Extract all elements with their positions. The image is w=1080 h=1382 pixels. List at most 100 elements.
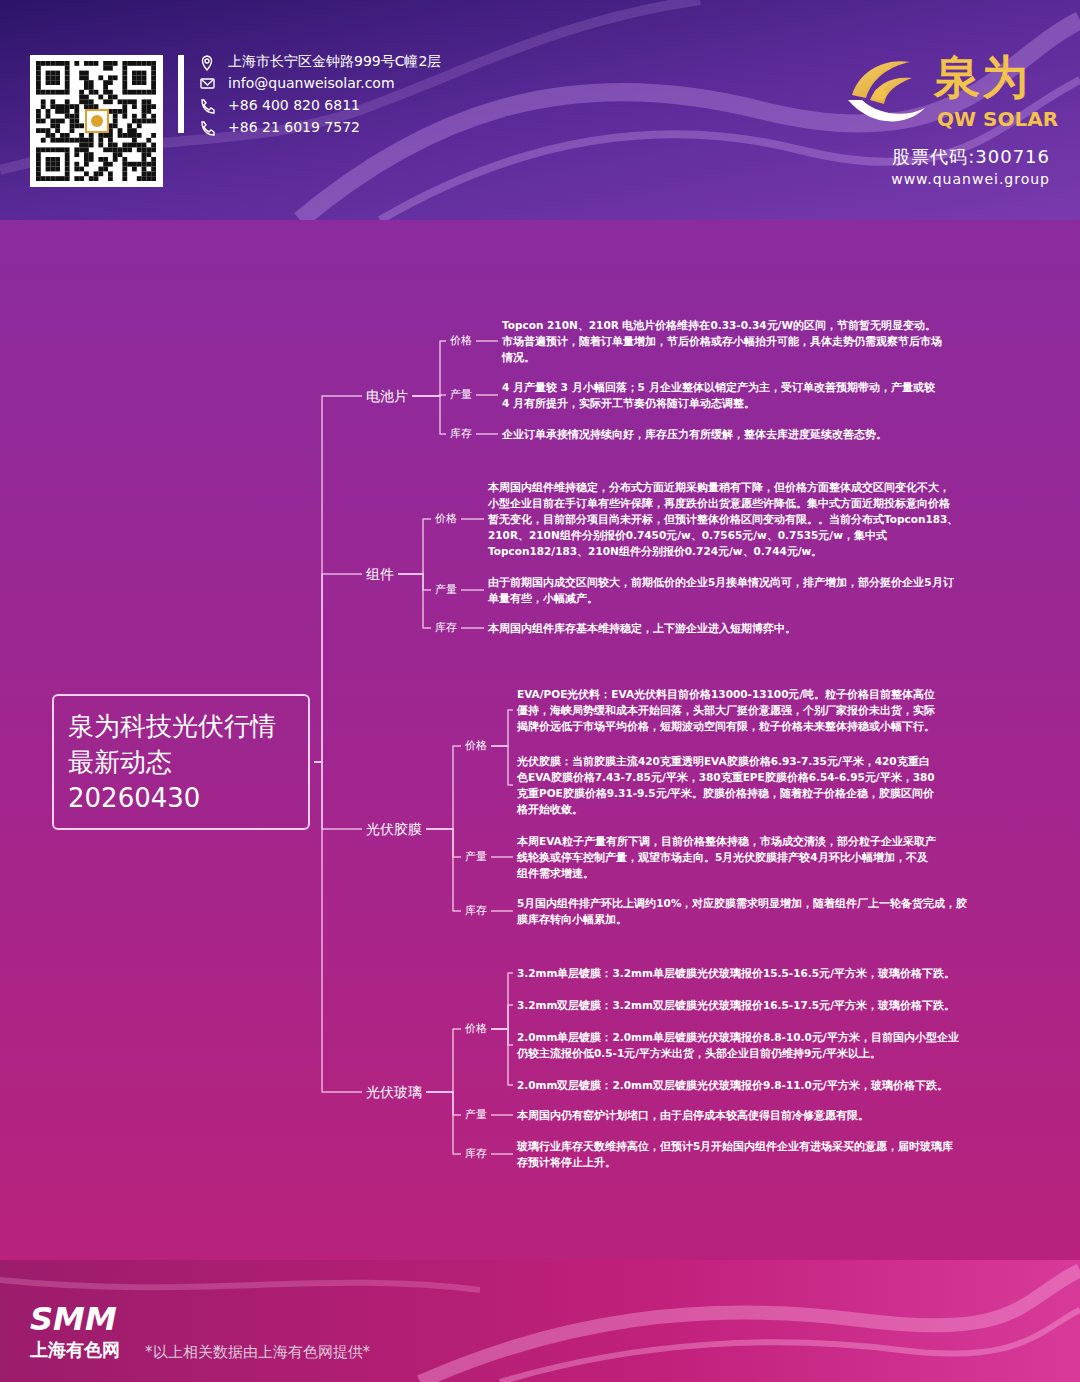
brand-name: QW SOLAR bbox=[937, 107, 1058, 131]
branch-connector bbox=[314, 762, 362, 829]
branch-connector bbox=[461, 589, 484, 591]
branch-label: 光伏胶膜 bbox=[366, 820, 422, 838]
stock-code: 股票代码:300716 bbox=[892, 146, 1050, 168]
detail-text: 2.0mm单层镀膜：2.0mm单层镀膜光伏玻璃报价8.8-10.0元/平方米，目… bbox=[517, 1029, 963, 1061]
contact-icons bbox=[201, 56, 214, 135]
branch-connector bbox=[314, 396, 362, 762]
footer-band bbox=[0, 1260, 1080, 1382]
node-text: 产量 bbox=[435, 583, 457, 597]
detail-text: 由于前期国内成交区间较大，前期低价的企业5月接单情况尚可，排产增加，部分挺价企业… bbox=[488, 574, 960, 606]
detail-text: 企业订单承接情况持续向好，库存压力有所缓解，整体去库进度延续改善态势。 bbox=[502, 426, 942, 442]
category-label: 库存 bbox=[435, 621, 457, 635]
branch-connector bbox=[491, 1114, 513, 1116]
branch-connector bbox=[491, 1029, 513, 1085]
body-ground bbox=[0, 220, 1080, 1260]
detail-text: 本周国内仍有窑炉计划堵口，由于启停成本较高使得目前冷修意愿有限。 bbox=[517, 1107, 957, 1123]
node-text: 价格 bbox=[465, 739, 487, 753]
branch-connector bbox=[491, 856, 513, 858]
logo-emblem bbox=[848, 61, 925, 121]
node-text: 3.2mm双层镀膜：3.2mm双层镀膜光伏玻璃报价16.5-17.5元/平方米，… bbox=[517, 997, 957, 1013]
detail-text: 3.2mm双层镀膜：3.2mm双层镀膜光伏玻璃报价16.5-17.5元/平方米，… bbox=[517, 997, 957, 1013]
detail-text: Topcon 210N、210R 电池片价格维持在0.33-0.34元/W的区间… bbox=[502, 317, 942, 365]
branch-connector bbox=[426, 746, 461, 829]
node-text: 本周国内组件维持稳定，分布式方面近期采购量稍有下降，但价格方面整体成交区间变化不… bbox=[488, 479, 960, 559]
phone-text: +86 21 6019 7572 bbox=[228, 119, 360, 136]
node-text: 光伏玻璃 bbox=[366, 1083, 422, 1101]
detail-text: EVA/POE光伏料：EVA光伏料目前价格13000-13100元/吨。粒子价格… bbox=[517, 686, 937, 734]
detail-text: 光伏胶膜：当前胶膜主流420克重透明EVA胶膜价格6.93-7.35元/平米，4… bbox=[517, 753, 937, 817]
node-text: 企业订单承接情况持续向好，库存压力有所缓解，整体去库进度延续改善态势。 bbox=[502, 426, 942, 442]
branch-connector bbox=[491, 973, 513, 1029]
node-text: 电池片 bbox=[366, 387, 408, 405]
branch-label: 电池片 bbox=[366, 387, 408, 405]
category-label: 库存 bbox=[450, 427, 472, 441]
node-text: 库存 bbox=[450, 427, 472, 441]
category-label: 产量 bbox=[450, 388, 472, 402]
footer-waves bbox=[0, 1270, 1080, 1382]
node-text: 5月国内组件排产环比上调约10%，对应胶膜需求明显增加，随着组件厂上一轮备货完成… bbox=[517, 895, 973, 927]
category-label: 价格 bbox=[435, 512, 457, 526]
node-text: 价格 bbox=[450, 334, 472, 348]
node-text: 泉为科技光伏行情 最新动态20260430 bbox=[68, 708, 294, 816]
branch-connector bbox=[398, 574, 431, 628]
branch-connector bbox=[426, 1029, 461, 1092]
node-text: 产量 bbox=[465, 1108, 487, 1122]
branch-connector bbox=[412, 396, 446, 434]
header-waves bbox=[0, 0, 1080, 220]
branch-label: 组件 bbox=[366, 565, 394, 583]
node-text: 3.2mm单层镀膜：3.2mm单层镀膜光伏玻璃报价15.5-16.5元/平方米，… bbox=[517, 965, 957, 981]
detail-text: 玻璃行业库存天数维持高位，但预计5月开始国内组件企业有进场采买的意愿，届时玻璃库… bbox=[517, 1138, 963, 1170]
node-text: 库存 bbox=[465, 904, 487, 918]
node-text: 产量 bbox=[465, 850, 487, 864]
node-text: 2.0mm单层镀膜：2.0mm单层镀膜光伏玻璃报价8.8-10.0元/平方米，目… bbox=[517, 1029, 963, 1061]
branch-connector bbox=[476, 340, 498, 342]
detail-text: 本周国内组件库存基本维持稳定，上下游企业进入短期博弈中。 bbox=[488, 620, 960, 636]
branch-connector bbox=[426, 1092, 461, 1154]
qr-code bbox=[30, 55, 163, 187]
address-text: 上海市长宁区金钟路999号C幢2层 bbox=[228, 53, 441, 70]
detail-text: 5月国内组件排产环比上调约10%，对应胶膜需求明显增加，随着组件厂上一轮备货完成… bbox=[517, 895, 973, 927]
branch-connector bbox=[398, 519, 431, 574]
detail-text: 2.0mm双层镀膜：2.0mm双层镀膜光伏玻璃报价9.8-11.0元/平方米，玻… bbox=[517, 1077, 957, 1093]
branch-connector bbox=[491, 746, 513, 785]
branch-connector bbox=[491, 1153, 513, 1155]
branch-connector bbox=[426, 829, 461, 857]
category-label: 库存 bbox=[465, 904, 487, 918]
node-text: 本周EVA粒子产量有所下调，目前价格整体持稳，市场成交清淡，部分粒子企业采取产线… bbox=[517, 833, 937, 881]
node-text: 本周国内组件库存基本维持稳定，上下游企业进入短期博弈中。 bbox=[488, 620, 960, 636]
branch-connector bbox=[398, 574, 431, 590]
branch-connector bbox=[476, 394, 498, 396]
category-label: 产量 bbox=[465, 1108, 487, 1122]
node-text: 价格 bbox=[465, 1022, 487, 1036]
node-text: Topcon 210N、210R 电池片价格维持在0.33-0.34元/W的区间… bbox=[502, 317, 942, 365]
branch-connector bbox=[491, 1029, 513, 1045]
category-label: 库存 bbox=[465, 1147, 487, 1161]
branch-connector bbox=[491, 1005, 513, 1029]
source-name: 上海有色网 bbox=[30, 1339, 120, 1361]
category-label: 价格 bbox=[465, 739, 487, 753]
branch-connector bbox=[314, 574, 362, 762]
phone-text: +86 400 820 6811 bbox=[228, 97, 360, 114]
branch-connector bbox=[476, 433, 498, 435]
detail-text: 3.2mm单层镀膜：3.2mm单层镀膜光伏玻璃报价15.5-16.5元/平方米，… bbox=[517, 965, 957, 981]
source-note: *以上相关数据由上海有色网提供* bbox=[145, 1343, 370, 1361]
branch-connector bbox=[461, 627, 484, 629]
category-label: 价格 bbox=[465, 1022, 487, 1036]
branch-connector bbox=[491, 910, 513, 912]
node-text: 玻璃行业库存天数维持高位，但预计5月开始国内组件企业有进场采买的意愿，届时玻璃库… bbox=[517, 1138, 963, 1170]
node-text: 价格 bbox=[435, 512, 457, 526]
node-text: 光伏胶膜 bbox=[366, 820, 422, 838]
website-text: www.quanwei.group bbox=[891, 171, 1050, 188]
category-label: 产量 bbox=[435, 583, 457, 597]
detail-text: 本周EVA粒子产量有所下调，目前价格整体持稳，市场成交清淡，部分粒子企业采取产线… bbox=[517, 833, 937, 881]
detail-text: 4 月产量较 3 月小幅回落；5 月企业整体以销定产为主，受订单改善预期带动，产… bbox=[502, 379, 942, 411]
branch-connector bbox=[412, 341, 446, 396]
email-text: info@quanweisolar.com bbox=[228, 75, 395, 92]
category-label: 价格 bbox=[450, 334, 472, 348]
node-text: 光伏胶膜：当前胶膜主流420克重透明EVA胶膜价格6.93-7.35元/平米，4… bbox=[517, 753, 937, 817]
branch-connector bbox=[314, 762, 362, 1092]
title-box: 泉为科技光伏行情 最新动态20260430 bbox=[52, 694, 310, 830]
branch-label: 光伏玻璃 bbox=[366, 1083, 422, 1101]
branch-connector bbox=[426, 1092, 461, 1115]
category-label: 产量 bbox=[465, 850, 487, 864]
